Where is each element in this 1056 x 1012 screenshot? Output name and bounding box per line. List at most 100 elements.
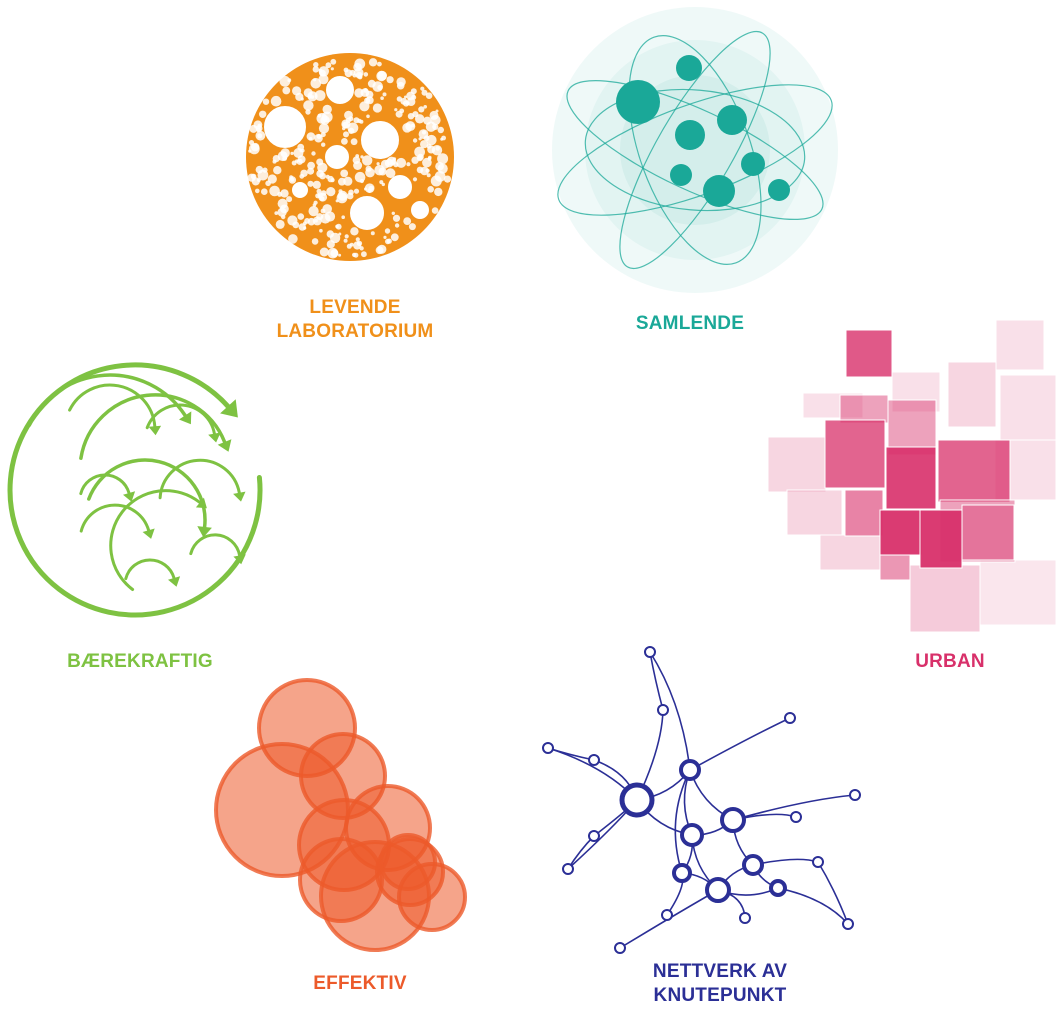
bubble [295, 92, 304, 101]
bubble [361, 251, 367, 258]
bubble [280, 189, 289, 198]
bubble [325, 62, 332, 69]
bubble [330, 67, 334, 71]
atom-node [717, 105, 747, 135]
node-network-icon [542, 646, 861, 954]
bubble [330, 58, 337, 65]
urban-square [885, 446, 937, 510]
bubble [405, 101, 410, 106]
bubble [380, 96, 384, 100]
arrow-head [142, 528, 155, 539]
bubble [410, 88, 417, 95]
bubble [386, 76, 394, 84]
overlapping-circles-icon [214, 678, 467, 952]
network-leaf [562, 863, 574, 875]
bubble [365, 90, 374, 99]
bubble [307, 167, 315, 175]
urban-square [887, 399, 937, 456]
arrow-head [208, 432, 221, 443]
bubble [375, 246, 384, 255]
bubble [321, 142, 326, 147]
bubble [343, 238, 348, 243]
bubble [418, 129, 429, 140]
bubble [326, 230, 334, 238]
bubble [385, 168, 396, 179]
bubble [305, 109, 311, 115]
bubble [435, 109, 439, 113]
bubble [253, 120, 263, 130]
bubble [418, 106, 425, 113]
urban-square [995, 319, 1045, 371]
bubble [327, 247, 339, 259]
bubble [440, 137, 444, 141]
bubble [363, 72, 369, 77]
bubble [303, 100, 314, 111]
bubble [370, 231, 375, 236]
label-samlende: SAMLENDE [590, 312, 790, 336]
bubble [396, 157, 407, 168]
bubble [422, 157, 432, 168]
bubble [359, 178, 364, 184]
atom-node [670, 164, 692, 186]
urban-square [891, 371, 941, 413]
bubble [368, 58, 378, 67]
bubble [281, 214, 286, 220]
urban-square [824, 419, 886, 489]
urban-square [979, 559, 1056, 626]
bubble [343, 67, 349, 73]
bubble [352, 156, 361, 164]
atom-network-icon [552, 7, 838, 293]
bubble [307, 94, 312, 99]
bubble [316, 188, 322, 194]
bubble [304, 218, 310, 224]
bubble [274, 211, 279, 216]
bubble [313, 200, 318, 205]
urban-square [961, 504, 1015, 561]
network-leaf [790, 811, 802, 823]
arrow-head [233, 554, 246, 565]
urban-square [767, 436, 827, 493]
bubble [251, 177, 260, 186]
bubble [250, 173, 257, 180]
bubble-hole [324, 74, 356, 106]
bubble [364, 187, 368, 191]
bubble [362, 155, 373, 166]
arrow-head [148, 425, 162, 436]
bubble [262, 98, 270, 105]
bubble [286, 196, 293, 203]
orbit [628, 35, 762, 265]
bubble [314, 90, 326, 101]
bubble [392, 214, 401, 222]
bubble [341, 119, 351, 129]
bubble [427, 186, 435, 193]
bubble [416, 155, 423, 162]
label-line: KNUTEPUNKT [653, 985, 787, 1006]
bubble [400, 97, 408, 105]
bubble [381, 182, 385, 187]
bubble [248, 140, 255, 146]
atom-node [616, 80, 660, 124]
bubble [261, 188, 268, 195]
cycle-arc [27, 373, 187, 427]
bubble [410, 123, 415, 128]
bubble [414, 146, 425, 158]
bubble [363, 88, 368, 93]
bubble [350, 227, 359, 236]
bubble [282, 86, 291, 95]
bubble [382, 92, 387, 97]
bubble [404, 95, 407, 99]
bubble [338, 232, 342, 236]
effektiv-circle [379, 833, 437, 891]
cycle-arc [79, 393, 227, 460]
bubble [412, 138, 418, 143]
network-hub [672, 863, 692, 883]
bubble [437, 153, 449, 165]
bubble [376, 70, 387, 82]
network-link [649, 651, 691, 771]
bubble [306, 132, 316, 141]
bubble [435, 161, 444, 171]
arrow-head [179, 411, 192, 425]
bubble [272, 155, 280, 163]
bubble [341, 138, 348, 145]
